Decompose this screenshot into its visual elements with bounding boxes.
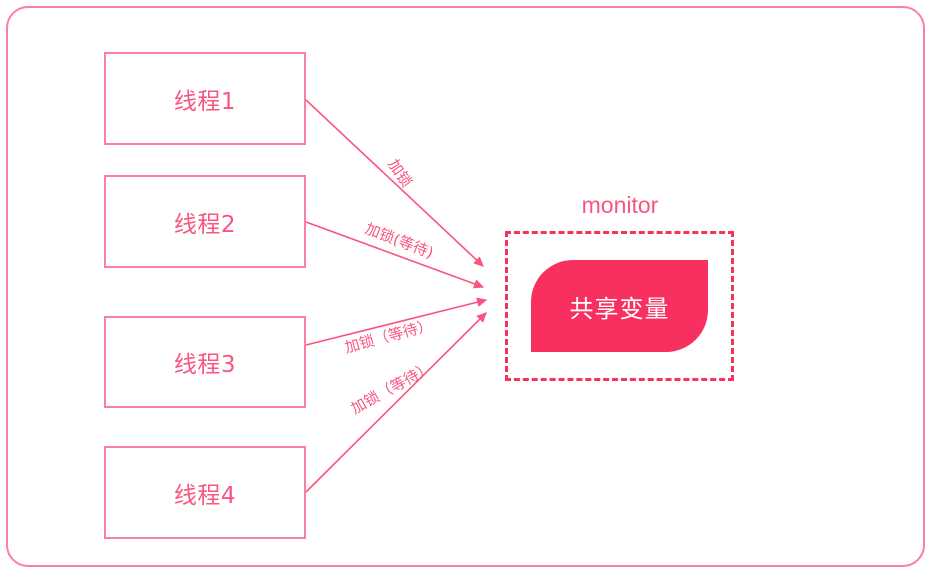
- thread-box-2[interactable]: 线程2: [104, 175, 306, 268]
- monitor-label: monitor: [581, 192, 659, 218]
- thread-box-1[interactable]: 线程1: [104, 52, 306, 145]
- shared-variable-label: 共享变量: [569, 294, 670, 323]
- thread-box-1-label: 线程1: [173, 88, 237, 115]
- outer-frame: [6, 6, 925, 567]
- thread-box-2-label: 线程2: [173, 211, 237, 238]
- thread-box-3-label: 线程3: [173, 352, 237, 378]
- thread-box-4-label: 线程4: [173, 482, 237, 509]
- thread-box-3[interactable]: 线程3: [104, 316, 306, 408]
- shared-variable-shape[interactable]: 共享变量: [531, 260, 708, 352]
- monitor-boundary: [505, 231, 734, 381]
- thread-box-4[interactable]: 线程4: [104, 446, 306, 539]
